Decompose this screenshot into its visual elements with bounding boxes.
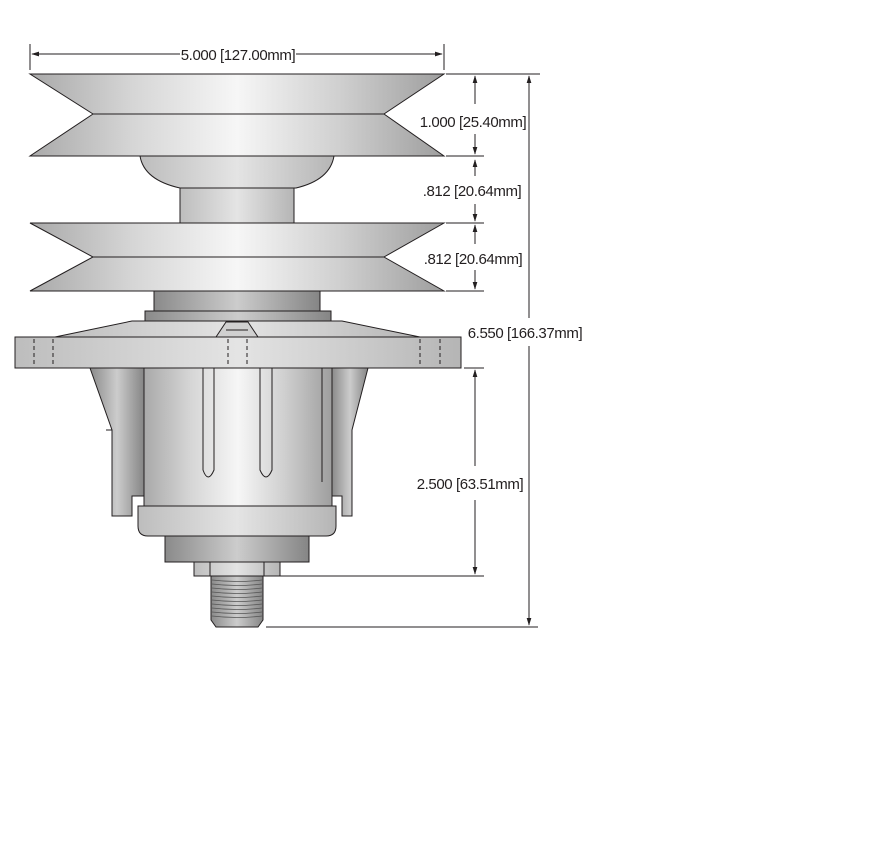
dimension-pulley-gap: .812 [20.64mm] bbox=[423, 159, 522, 224]
thread-line bbox=[211, 579, 263, 582]
thread-line bbox=[211, 599, 263, 602]
mounting-flange bbox=[14, 320, 462, 369]
upper-hub bbox=[139, 155, 335, 224]
bearing-housing bbox=[89, 367, 369, 517]
pulley-neck bbox=[144, 290, 332, 322]
label-lower-pulley-height: .812 [20.64mm] bbox=[424, 251, 523, 268]
dimension-top-pulley-height: 1.000 [25.40mm] bbox=[420, 73, 540, 157]
dimension-overall-height: 6.550 [166.37mm] bbox=[266, 75, 583, 628]
top-pulley bbox=[28, 73, 446, 157]
thread-line bbox=[211, 603, 263, 606]
label-top-pulley-height: 1.000 [25.40mm] bbox=[420, 114, 527, 131]
threaded-shaft bbox=[210, 575, 264, 628]
spindle-part bbox=[14, 73, 462, 628]
thread-line bbox=[211, 611, 263, 614]
lower-pulley bbox=[29, 222, 446, 292]
label-lower-housing-height: 2.500 [63.51mm] bbox=[417, 476, 524, 493]
thread-line bbox=[211, 595, 263, 598]
thread-line bbox=[211, 607, 263, 610]
thread-line bbox=[211, 591, 263, 594]
label-pulley-gap: .812 [20.64mm] bbox=[423, 183, 522, 200]
thread-line bbox=[211, 583, 263, 586]
label-overall-height: 6.550 [166.37mm] bbox=[468, 325, 583, 342]
dimension-lower-pulley-height: .812 [20.64mm] bbox=[424, 224, 523, 292]
thread-line bbox=[211, 587, 263, 590]
label-overall-width: 5.000 [127.00mm] bbox=[181, 47, 296, 64]
bottom-bearing bbox=[137, 505, 337, 577]
dimension-lower-housing-height: 2.500 [63.51mm] bbox=[266, 367, 524, 577]
thread-line bbox=[211, 615, 263, 618]
dimension-overall-width: 5.000 [127.00mm] bbox=[29, 44, 445, 70]
